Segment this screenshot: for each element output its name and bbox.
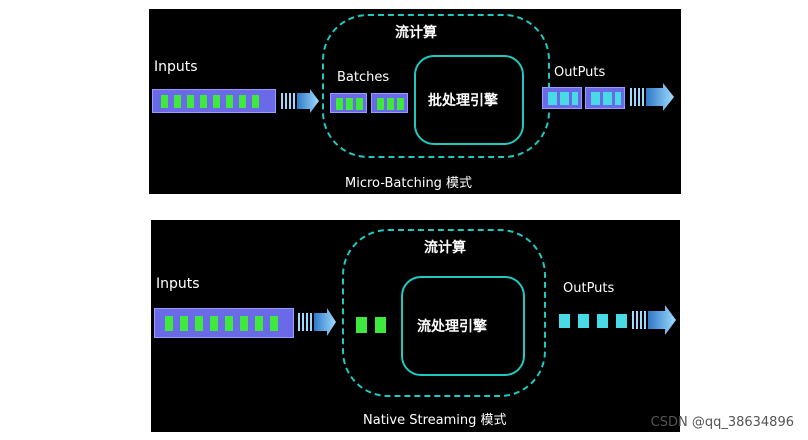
- input-record: [270, 316, 278, 331]
- input-record: [165, 316, 173, 331]
- batch-record: [387, 98, 394, 110]
- batch-record: [397, 98, 404, 110]
- stream-record: [375, 317, 386, 333]
- output-record: [615, 92, 621, 105]
- micro-batching-mode-label: Micro-Batching 模式: [345, 176, 473, 191]
- output-record: [560, 92, 569, 105]
- input-record: [239, 95, 246, 108]
- output-batch-block: [542, 87, 582, 109]
- stream-compute-title: 流计算: [424, 240, 466, 256]
- inputs-label: Inputs: [154, 59, 198, 75]
- output-record: [559, 314, 570, 328]
- input-record: [200, 95, 207, 108]
- output-record: [591, 92, 600, 105]
- stream-engine-box: [401, 276, 525, 376]
- native-streaming-mode-label: Native Streaming 模式: [363, 413, 507, 428]
- output-record: [597, 314, 608, 328]
- input-record: [187, 95, 194, 108]
- input-record: [210, 316, 218, 331]
- stream-compute-boundary: [322, 14, 550, 158]
- output-flow-arrow-icon: [630, 83, 674, 111]
- output-record: [616, 314, 627, 328]
- output-record: [548, 92, 557, 105]
- batches-label: Batches: [337, 70, 390, 85]
- batch-engine-box: [414, 55, 524, 145]
- output-batch-block: [585, 87, 625, 109]
- stream-compute-title: 流计算: [395, 25, 437, 41]
- batch-record: [356, 98, 363, 110]
- input-record: [240, 316, 248, 331]
- input-record: [180, 316, 188, 331]
- output-record: [578, 314, 589, 328]
- batch-block: [330, 93, 367, 113]
- inputs-label: Inputs: [156, 276, 200, 292]
- stream-engine-label: 流处理引擎: [417, 319, 487, 335]
- stream-record: [356, 317, 367, 333]
- input-stream-bar: [152, 89, 276, 113]
- input-record: [195, 316, 203, 331]
- input-record: [225, 316, 233, 331]
- batch-engine-label: 批处理引擎: [428, 93, 498, 109]
- stream-compute-boundary: [342, 229, 546, 397]
- batch-record: [336, 98, 343, 110]
- input-flow-arrow-icon: [281, 89, 319, 113]
- input-record: [213, 95, 220, 108]
- batch-record: [346, 98, 353, 110]
- output-record: [572, 92, 578, 105]
- csdn-watermark: CSDN @qq_38634896: [650, 415, 794, 430]
- input-record: [255, 316, 263, 331]
- input-record: [161, 95, 168, 108]
- input-record: [252, 95, 259, 108]
- native-streaming-panel: 流计算 Inputs 流处理引擎 OutPuts Native Streamin…: [151, 220, 680, 432]
- input-flow-arrow-icon: [298, 308, 336, 336]
- micro-batching-panel: 流计算 Inputs Batches 批处理引擎 OutPuts: [149, 9, 681, 194]
- outputs-label: OutPuts: [563, 281, 615, 296]
- input-record: [174, 95, 181, 108]
- batch-record: [377, 98, 384, 110]
- input-stream-bar: [154, 308, 294, 338]
- input-record: [226, 95, 233, 108]
- outputs-label: OutPuts: [554, 65, 606, 80]
- output-record: [603, 92, 612, 105]
- output-flow-arrow-icon: [632, 305, 676, 335]
- batch-block: [371, 93, 408, 113]
